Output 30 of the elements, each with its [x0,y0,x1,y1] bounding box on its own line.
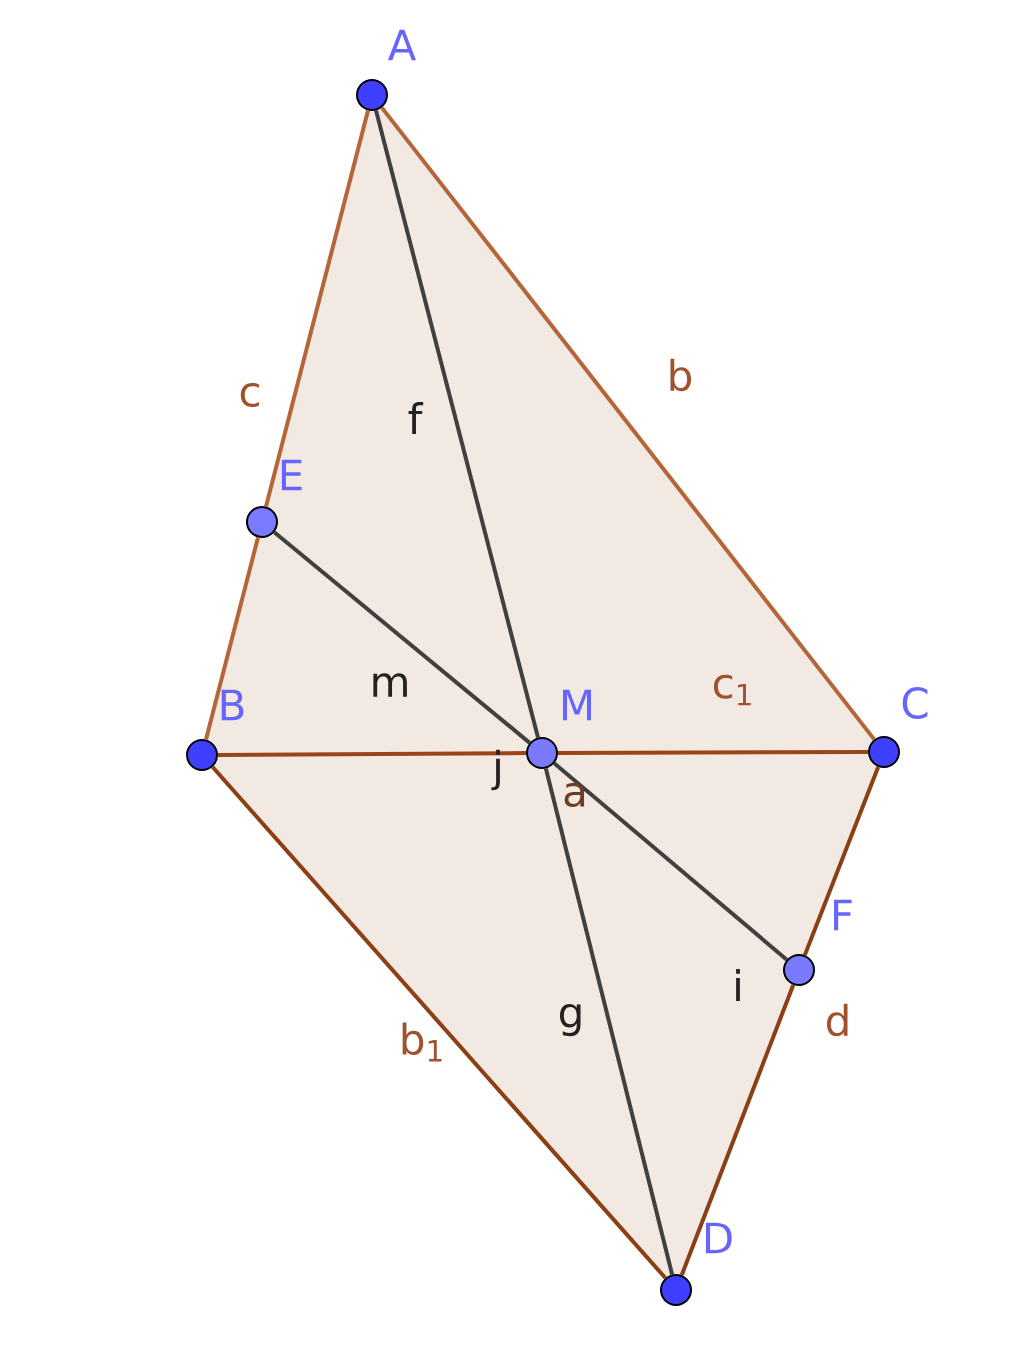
segment-label: j [491,749,500,791]
segment [204,537,260,740]
segment [543,768,675,1275]
segment [273,530,531,745]
point-label: B [221,689,244,721]
segment [374,110,540,739]
segment-label: a [564,782,585,808]
segment [679,984,796,1276]
segment-label: c [240,382,259,408]
segment-label: m [373,673,407,697]
segment [211,765,667,1280]
point-label: F [834,899,852,931]
segment [802,766,881,956]
segment-label: i [736,969,740,1001]
point-label: A [387,29,417,61]
segment [218,751,526,757]
segment [380,106,876,741]
segment [264,110,370,508]
segment-label: c$_{1}$ [713,674,751,706]
segment-label: g [560,1003,581,1037]
point-label: M [563,689,592,721]
point-label: D [705,1222,732,1254]
segment-label: f [408,402,424,434]
segment-label: b [670,358,692,392]
segment-label: b$_{1}$ [402,1022,442,1062]
segment [558,750,868,755]
segment-label: d [827,1003,848,1037]
point-label: E [281,459,302,491]
segment [552,761,789,962]
point-label: C [902,687,928,719]
